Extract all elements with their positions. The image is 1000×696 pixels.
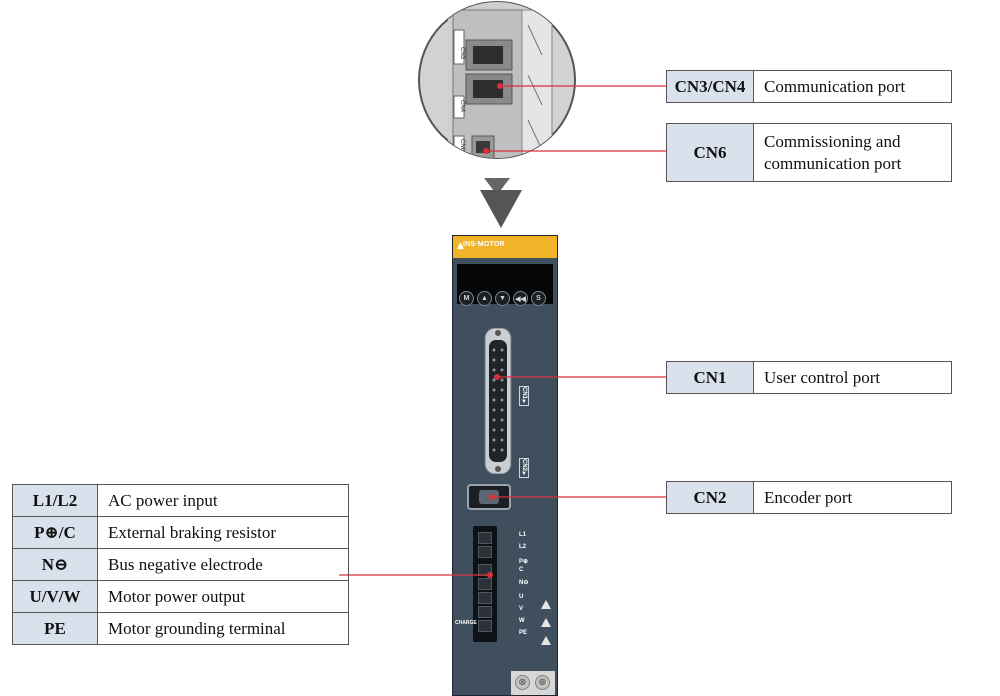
- terminal-label-n: N⊖: [519, 580, 529, 586]
- power-terminal-table: L1/L2 AC power input P⊕/C External braki…: [12, 484, 349, 645]
- callout-cn3-cn4: CN3/CN4 Communication port: [666, 70, 952, 103]
- terminal-desc: Bus negative electrode: [97, 548, 349, 581]
- terminal-code: PE: [12, 612, 98, 645]
- callout-desc: Commissioning and communication port: [754, 124, 901, 181]
- terminal-code: U/V/W: [12, 580, 98, 613]
- drive-top-label-strip: ▲ INS·MOTOR: [453, 236, 557, 258]
- servo-drive: ▲ INS·MOTOR M ▲ ▼ ◀◀ S CN1▼ CN2▼: [452, 235, 558, 696]
- callout-desc-line2: communication port: [764, 153, 902, 173]
- key-down[interactable]: ▼: [495, 291, 510, 306]
- table-row: N⊖ Bus negative electrode: [12, 548, 349, 581]
- terminal-code: P⊕/C: [12, 516, 98, 549]
- key-shift[interactable]: ◀◀: [513, 291, 528, 306]
- table-row: PE Motor grounding terminal: [12, 612, 349, 645]
- terminal-label-w: W: [519, 618, 525, 624]
- terminal-label-c: C: [519, 567, 524, 573]
- terminal-desc: External braking resistor: [97, 516, 349, 549]
- warning-icon-3: [541, 636, 551, 645]
- terminal-desc: AC power input: [97, 484, 349, 517]
- key-up[interactable]: ▲: [477, 291, 492, 306]
- cn1-connector: [484, 328, 512, 474]
- key-mode[interactable]: M: [459, 291, 474, 306]
- brand-logo-icon: ▲: [457, 241, 464, 251]
- key-set[interactable]: S: [531, 291, 546, 306]
- lens-tag-cn3: CN3: [459, 47, 465, 60]
- screw-icon: ⊗: [515, 675, 530, 690]
- cn1-tag: CN1▼: [519, 386, 529, 407]
- drive-keypad: M ▲ ▼ ◀◀ S: [459, 291, 546, 306]
- zoom-lens: CN3 CN4 CN6: [418, 0, 576, 195]
- mounting-bracket: ⊗ ⊗: [511, 671, 555, 695]
- cn2-tag: CN2▼: [519, 458, 529, 479]
- callout-desc: User control port: [764, 367, 881, 387]
- callout-desc-line1: Commissioning and: [764, 131, 901, 151]
- terminal-label-pe: PE: [519, 630, 528, 636]
- terminal-label-l1: L1: [519, 532, 527, 538]
- warning-icon-1: [541, 600, 551, 609]
- lens-tag-cn6: CN6: [459, 139, 465, 152]
- callout-cn1: CN1 User control port: [666, 361, 952, 394]
- warning-icon-2: [541, 618, 551, 627]
- brand-name: INS·MOTOR: [463, 241, 505, 248]
- callout-code: CN3/CN4: [667, 71, 754, 102]
- lens-pointer: [480, 190, 522, 228]
- terminal-code: L1/L2: [12, 484, 98, 517]
- terminal-code: N⊖: [12, 548, 98, 581]
- table-row: P⊕/C External braking resistor: [12, 516, 349, 549]
- callout-cn6: CN6 Commissioning and communication port: [666, 123, 952, 182]
- table-row: L1/L2 AC power input: [12, 484, 349, 517]
- callout-cn2: CN2 Encoder port: [666, 481, 952, 514]
- screw-icon: ⊗: [535, 675, 550, 690]
- terminal-label-v: V: [519, 606, 524, 612]
- callout-code: CN6: [667, 124, 754, 181]
- table-row: U/V/W Motor power output: [12, 580, 349, 613]
- callout-code: CN2: [667, 482, 754, 513]
- charge-label: CHARGE: [455, 620, 477, 626]
- terminal-label-u: U: [519, 594, 524, 600]
- terminal-desc: Motor grounding terminal: [97, 612, 349, 645]
- callout-desc: Communication port: [764, 76, 906, 96]
- terminal-desc: Motor power output: [97, 580, 349, 613]
- terminal-label-p: P⊕: [519, 559, 529, 565]
- callout-desc: Encoder port: [764, 487, 853, 507]
- cn2-connector: [467, 484, 511, 510]
- terminal-label-l2: L2: [519, 544, 527, 550]
- lens-tag-cn4: CN4: [459, 100, 465, 113]
- callout-code: CN1: [667, 362, 754, 393]
